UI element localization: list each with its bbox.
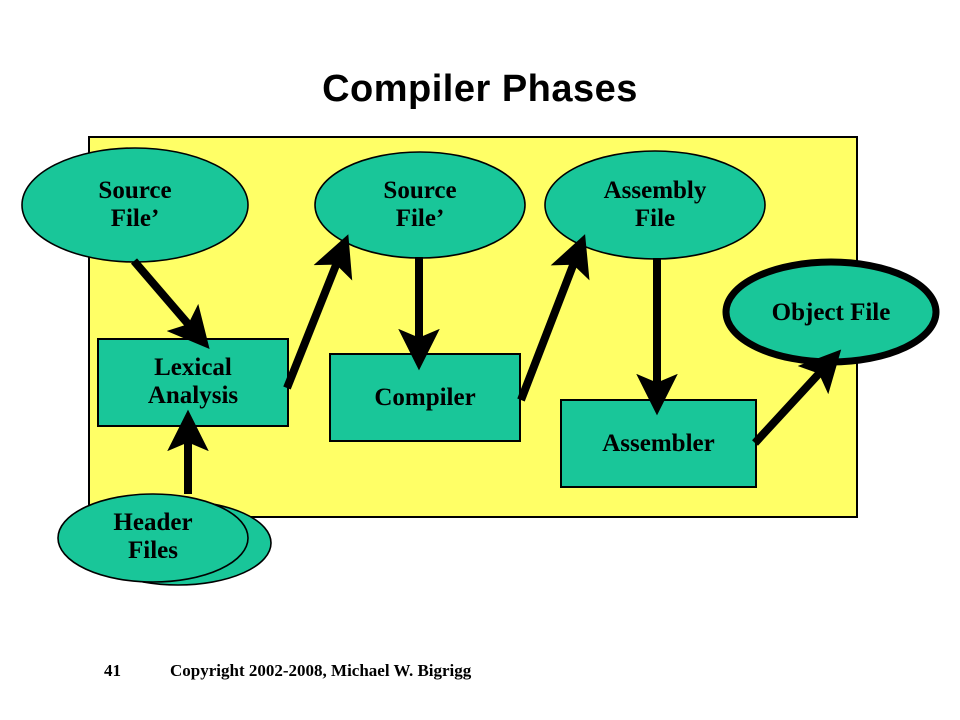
footer-page-number: 41 [104,661,121,680]
page-title: Compiler Phases [322,68,638,110]
diagram-panel [88,136,858,518]
footer-copyright: Copyright 2002-2008, Michael W. Bigrigg [170,661,472,680]
